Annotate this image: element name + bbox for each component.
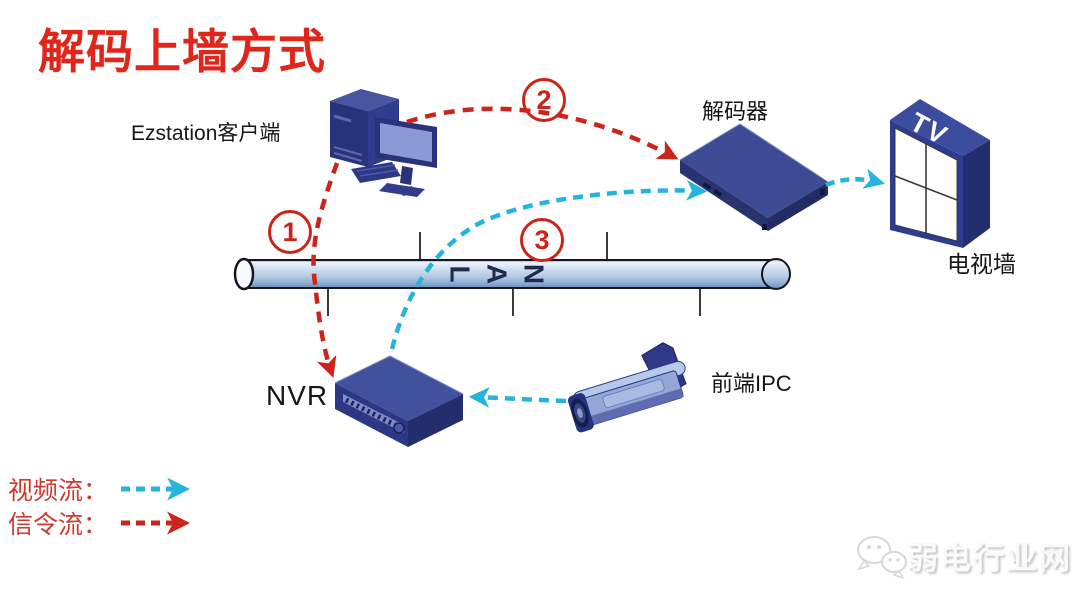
tvwall-side (963, 140, 990, 248)
signal-arrow-client-to-decoder (406, 106, 679, 160)
video-arrow-decoder-to-tvwall (825, 168, 886, 189)
legend-signal-stream-label: 信令流： (8, 511, 109, 539)
chat-bubble-eye (867, 545, 871, 549)
chat-bubble-small (881, 551, 907, 573)
chat-bubble-large (857, 536, 891, 564)
nvr-port-ticks (344, 397, 403, 431)
video-arrow-nvr-to-decoder (389, 179, 708, 350)
pc-tower-vent (333, 152, 363, 162)
step-badge-2: 2 (522, 78, 566, 122)
pc-tower-vent (333, 146, 363, 156)
wechat-bubbles-icon (857, 536, 907, 580)
watermark: 弱电行业网 (907, 541, 1072, 576)
page-title: 解码上墙方式 (38, 25, 326, 78)
pc-keyboard-keys (359, 169, 399, 177)
lan-letter-n: N (519, 264, 550, 284)
tvwall-grid-horizontal (894, 175, 958, 201)
nvr-edge-highlight (334, 355, 391, 384)
video-arrow-ipc-to-nvr (468, 387, 567, 408)
decoder-edge-highlight (679, 123, 741, 161)
decoder-edge-highlight (739, 123, 829, 183)
pc-tower-slot (333, 114, 352, 123)
tv-wall-icon: TV (890, 99, 990, 248)
lan-bus: L A N (233, 232, 791, 316)
tvwall-top (890, 99, 990, 156)
nvr-icon (334, 355, 464, 447)
client-label: Ezstation客户端 (131, 122, 281, 145)
decoder-port (713, 189, 723, 197)
ipc-camera-icon (567, 342, 687, 433)
flow-arrows (311, 106, 886, 408)
nvr-power-button (393, 422, 405, 434)
decoder-front-left (680, 160, 768, 231)
decoder-foot (762, 224, 767, 230)
lan-letter-a: A (482, 264, 513, 284)
pc-tower-top (330, 89, 399, 111)
decoder-top (680, 124, 828, 218)
pc-monitor-screen (380, 123, 432, 162)
chat-bubble-large-tail (857, 559, 871, 571)
decoder-front-right (768, 182, 828, 231)
ipc-label: 前端IPC (711, 371, 792, 396)
pc-keyboard-keys (356, 164, 396, 172)
nvr-front-right (408, 394, 463, 447)
decoder-icon (679, 123, 829, 231)
ipc-body-panel (602, 378, 665, 409)
step-badge-3: 3 (520, 218, 564, 262)
decoder-foot (820, 189, 825, 195)
chat-bubble-eye (877, 545, 881, 549)
client-pc-icon (330, 89, 437, 197)
lan-pipe-right-cap (761, 258, 791, 290)
chat-bubble-small-tail (892, 569, 905, 580)
decoder-label: 解码器 (702, 99, 769, 124)
chat-bubble-eye (888, 558, 892, 562)
chat-bubble-eye (896, 558, 900, 562)
pc-mouse (399, 186, 416, 196)
pc-keyboard (351, 162, 401, 183)
step-badge-1: 1 (268, 210, 312, 254)
ipc-body-shade (585, 388, 684, 427)
pc-monitor-stand (400, 166, 413, 185)
tv-wall-label: 电视墙 (947, 251, 1016, 277)
lan-letter-l: L (445, 265, 476, 282)
ipc-lens-core (577, 408, 583, 418)
legend-video-stream-label: 视频流： (8, 477, 109, 505)
legend-arrows (121, 477, 191, 535)
nvr-top (335, 356, 463, 421)
lan-pipe-left-cap (233, 257, 255, 291)
nvr-edge-highlight (389, 355, 464, 395)
signal-arrow-client-to-nvr (311, 162, 340, 378)
nvr-label: NVR (266, 380, 329, 411)
